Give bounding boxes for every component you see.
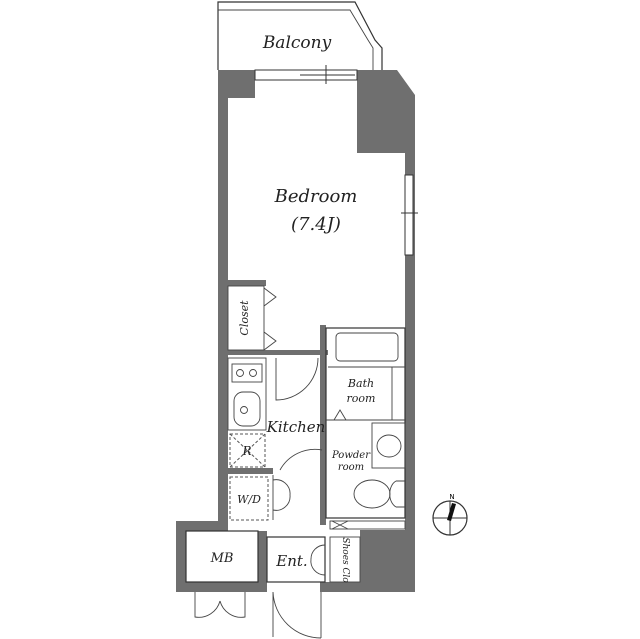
bedroom-label: Bedroom [274, 186, 358, 207]
meter-box-label: MB [210, 551, 234, 566]
balcony-label: Balcony [262, 33, 332, 53]
entrance: Ent. Shoes Clo [266, 536, 361, 639]
compass: N [432, 493, 468, 536]
powder-label: Powder [331, 450, 371, 461]
closet: Closet [227, 285, 277, 351]
bath-label-2: room [347, 392, 376, 405]
powder-label-2: room [338, 462, 364, 473]
bath-label: Bath [347, 377, 374, 390]
north-arrow-icon [447, 503, 456, 521]
balcony: Balcony [217, 1, 383, 70]
compass-north-label: N [449, 493, 454, 501]
refrigerator-label: R [241, 444, 251, 458]
shoes-closet-label: Shoes Clo [340, 537, 350, 583]
windows [254, 65, 418, 256]
closet-label: Closet [238, 300, 251, 336]
meter-box: MB [185, 530, 259, 618]
bathroom: Bath room Powder room [325, 327, 406, 530]
bedroom-size: (7.4J) [291, 214, 341, 235]
walls [176, 70, 415, 592]
kitchen: Kitchen R W/D [227, 357, 326, 521]
entrance-label: Ent. [275, 552, 307, 570]
kitchen-label: Kitchen [266, 418, 326, 436]
washer-dryer-label: W/D [237, 493, 261, 506]
